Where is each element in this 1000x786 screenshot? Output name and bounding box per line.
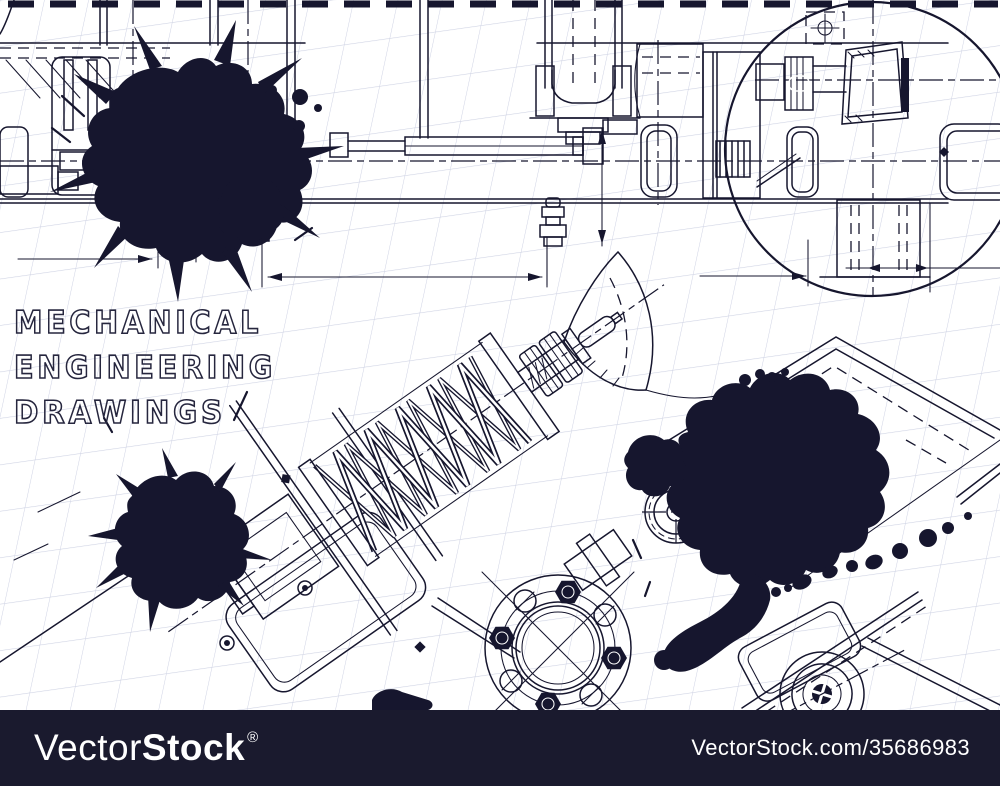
- lower-assembly: [0, 237, 1000, 710]
- watermark-bar: VectorStock® VectorStock.com/35686983: [0, 710, 1000, 786]
- ink-blot-right: [624, 368, 972, 672]
- blueprint-drawing: MECHANICAL ENGINEERING DRAWINGS: [0, 0, 1000, 710]
- flange: [481, 571, 635, 710]
- headline-line-1: MECHANICAL: [14, 305, 262, 341]
- logo-prefix: Vector: [34, 727, 142, 768]
- vectorstock-logo: VectorStock®: [34, 727, 259, 769]
- credit-url: VectorStock.com/35686983: [691, 735, 970, 760]
- top-assembly: [0, 0, 1000, 295]
- flange-bolts: [489, 580, 627, 710]
- ink-specks: [102, 226, 433, 710]
- ink-blot-top-left: [50, 20, 344, 302]
- detail-circle: [723, 0, 1000, 298]
- ink-drip-trail: [771, 512, 972, 597]
- ink-blot-mid-left: [88, 448, 272, 632]
- headline: MECHANICAL ENGINEERING DRAWINGS: [13, 304, 276, 432]
- headline-line-3: DRAWINGS: [14, 395, 226, 431]
- headline-line-2: ENGINEERING: [14, 350, 276, 386]
- logo-suffix: Stock: [141, 727, 246, 768]
- wheel-hub: [737, 601, 907, 710]
- registered-mark-icon: ®: [247, 729, 259, 746]
